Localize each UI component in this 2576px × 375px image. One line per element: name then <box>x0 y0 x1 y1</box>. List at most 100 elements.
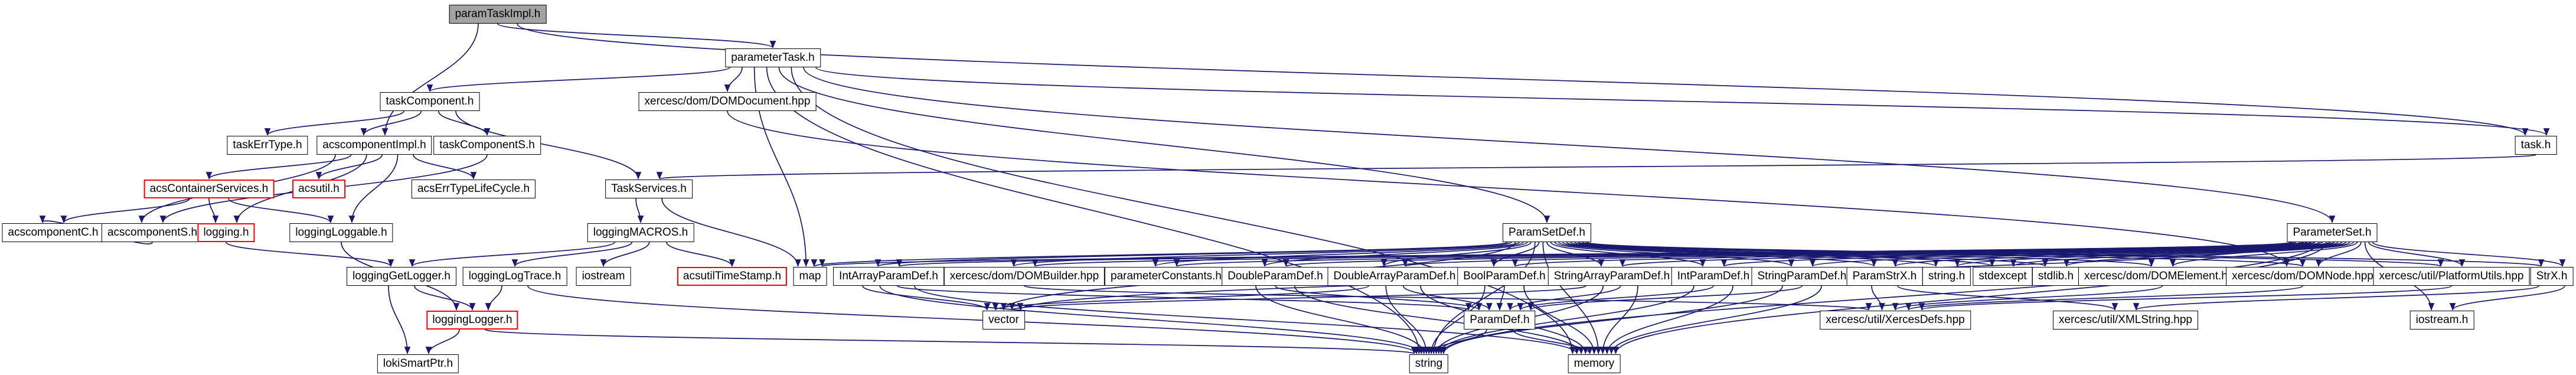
include-edge-paramTaskImpl_h--acscomponentImpl_h <box>381 23 479 136</box>
include-edge-loggingLogTrace_h--string <box>527 285 1420 354</box>
include-edge-logging_h--loggingGetLogger_h <box>226 242 394 267</box>
graph-node-doublearrayparamdef-h[interactable]: DoubleArrayParamDef.h <box>1327 267 1462 286</box>
graph-node-acsutiltimestamp-h[interactable]: acsutilTimeStamp.h <box>677 267 788 286</box>
graph-node-boolparamdef-h[interactable]: BoolParamDef.h <box>1457 267 1552 286</box>
graph-node-strx-h[interactable]: StrX.h <box>2530 267 2574 286</box>
include-edge-parameterTask_h--dom_DOMDocument <box>724 67 743 92</box>
graph-node-stringarrayparamdef-h[interactable]: StringArrayParamDef.h <box>1547 267 1676 286</box>
include-edge-loggingMACROS_h--iostream <box>600 242 650 267</box>
include-edge-dom_DOMDocument--dom_DOMNode <box>727 110 2290 267</box>
include-edge-ParameterSet_h--StrX_h <box>2372 242 2566 267</box>
graph-node-acserrtypelifecycle-h[interactable]: acsErrTypeLifeCycle.h <box>411 180 536 198</box>
graph-node-acscomponentimpl-h[interactable]: acscomponentImpl.h <box>316 136 432 155</box>
graph-node-acsutil-h[interactable]: acsutil.h <box>292 180 345 198</box>
include-edge-StringParamDef_h--string <box>1438 285 1783 354</box>
include-edge-ParamSetDef_h--DoubleArrayParamDef_h <box>1380 242 1532 267</box>
graph-node-parameterconstants-h[interactable]: parameterConstants.h <box>1105 267 1227 286</box>
include-edge-BoolParamDef_h--string <box>1428 285 1485 354</box>
include-edge-ParameterSet_h--dom_DOMNode <box>2315 242 2362 267</box>
include-edge-StrX_h--util_XMLString <box>2133 285 2539 311</box>
graph-node-stdlib-h[interactable]: stdlib.h <box>2032 267 2080 286</box>
graph-node-taskerrtype-h[interactable]: taskErrType.h <box>227 136 308 155</box>
graph-node-paramstrx-h[interactable]: ParamStrX.h <box>1846 267 1923 286</box>
include-edge-loggingMACROS_h--loggingGetLogger_h <box>409 242 615 267</box>
include-edge-parameterTask_h--task_h <box>815 67 2549 136</box>
include-edge-loggingGetLogger_h--loggingLogger_h <box>414 285 476 311</box>
include-edge-ParamSetDef_h--dom_DOMBuilder <box>1011 242 1520 267</box>
graph-node-logginglogger-h[interactable]: loggingLogger.h <box>426 311 518 330</box>
graph-node-loggingloggable-h[interactable]: loggingLoggable.h <box>289 223 393 242</box>
include-edge-ParamSetDef_h--DoubleParamDef_h <box>1261 242 1528 267</box>
include-edge-util_PlatformUtils--util_XercesDefs <box>1919 285 2452 311</box>
graph-node-string-h[interactable]: string.h <box>1922 267 1971 286</box>
graph-node-lokismartptr-h[interactable]: lokiSmartPtr.h <box>377 354 459 373</box>
include-edge-StringArrayParamDef_h--memory <box>1599 285 1638 354</box>
include-edge-IntArrayParamDef_h--memory <box>914 285 1580 354</box>
include-edge-parameterTask_h--taskComponent_h <box>427 67 730 92</box>
include-edge-ParameterSet_h--stdexcept <box>2010 242 2350 267</box>
include-edge-StringParamDef_h--memory <box>1608 285 1822 354</box>
include-edge-parameterTask_h--ParameterSet_h <box>803 67 2336 223</box>
graph-node-vector[interactable]: vector <box>982 311 1025 330</box>
include-edge-TaskServices_h--map <box>661 198 801 267</box>
include-edge-loggingLogTrace_h--loggingLogger_h <box>485 285 502 311</box>
graph-node-paramsetdef-h[interactable]: ParamSetDef.h <box>1503 223 1591 242</box>
include-edge-acscomponentImpl_h--loggingLoggable_h <box>348 154 399 223</box>
include-edge-loggingLogger_h--lokiSmartPtr_h <box>425 329 460 354</box>
include-edge-loggingLogger_h--string <box>485 329 1417 354</box>
graph-node-dom-dombuilder[interactable]: xercesc/dom/DOMBuilder.hpp <box>943 267 1105 286</box>
graph-node-util-platformutils[interactable]: xercesc/util/PlatformUtils.hpp <box>2373 267 2530 286</box>
graph-node-logginglogtrace-h[interactable]: loggingLogTrace.h <box>462 267 567 286</box>
graph-node-intparamdef-h[interactable]: IntParamDef.h <box>1671 267 1756 286</box>
graph-node-taskcomponents-h[interactable]: taskComponentS.h <box>433 136 541 155</box>
graph-node-memory[interactable]: memory <box>1568 354 1621 373</box>
graph-node-taskservices-h[interactable]: TaskServices.h <box>605 180 693 198</box>
include-edge-paramTaskImpl_h--parameterTask_h <box>497 23 776 48</box>
include-edge-TaskServices_h--loggingMACROS_h <box>635 198 644 223</box>
graph-node-paramdef-h[interactable]: ParamDef.h <box>1464 311 1536 330</box>
include-edge-StringParamDef_h--ParamDef_h <box>1527 285 1803 311</box>
graph-node-iostream-h[interactable]: iostream.h <box>2410 311 2474 330</box>
include-edge-paramTaskImpl_h--task_h <box>517 23 2528 136</box>
graph-node-intarrayparamdef-h[interactable]: IntArrayParamDef.h <box>833 267 944 286</box>
include-edge-ParameterSet_h--IntParamDef_h <box>1721 242 2335 267</box>
graph-node-stdexcept[interactable]: stdexcept <box>1973 267 2033 286</box>
graph-node-acscomponents-h[interactable]: acscomponentS.h <box>101 223 204 242</box>
graph-node-logginggetlogger-h[interactable]: loggingGetLogger.h <box>347 267 456 286</box>
include-edge-ParamDef_h--memory <box>1512 329 1593 354</box>
include-edge-StrX_h--iostream_h <box>2449 285 2565 311</box>
graph-node-util-xercesdefs[interactable]: xercesc/util/XercesDefs.hpp <box>1820 311 1971 330</box>
include-edge-ParameterSet_h--DoubleArrayParamDef_h <box>1402 242 2316 267</box>
graph-node-loggingmacros-h[interactable]: loggingMACROS.h <box>587 223 694 242</box>
graph-node-paramtaskimpl-h[interactable]: paramTaskImpl.h <box>449 5 547 24</box>
include-edge-BoolParamDef_h--memory <box>1523 285 1598 354</box>
include-edge-acsContainerServices_h--acscomponentC_h <box>60 198 190 223</box>
include-edge-acscomponentImpl_h--acsContainerServices_h <box>205 154 352 180</box>
include-edge-acsContainerServices_h--loggingLoggable_h <box>228 198 334 223</box>
graph-node-parameterset-h[interactable]: ParameterSet.h <box>2287 223 2378 242</box>
graph-node-iostream[interactable]: iostream <box>576 267 631 286</box>
graph-node-dom-domdocument[interactable]: xercesc/dom/DOMDocument.hpp <box>638 92 817 111</box>
include-edge-loggingMACROS_h--acsutilTimeStamp_h <box>666 242 736 267</box>
include-edge-DoubleParamDef_h--ParamDef_h <box>1275 285 1483 311</box>
graph-node-string[interactable]: string <box>1409 354 1449 373</box>
graph-node-map[interactable]: map <box>793 267 827 286</box>
graph-node-parametertask-h[interactable]: parameterTask.h <box>725 48 821 67</box>
graph-node-stringparamdef-h[interactable]: StringParamDef.h <box>1751 267 1853 286</box>
include-edge-taskComponent_h--taskErrType_h <box>264 110 404 136</box>
include-edge-StringArrayParamDef_h--ParamDef_h <box>1507 285 1621 311</box>
include-edge-ParameterSet_h--string <box>1440 242 2320 354</box>
graph-node-acscontainerservices-h[interactable]: acsContainerServices.h <box>143 180 275 198</box>
graph-node-taskcomponent-h[interactable]: taskComponent.h <box>380 92 480 111</box>
include-edge-dom_DOMNode--util_XercesDefs <box>1905 285 2303 311</box>
graph-node-acscomponentc-h[interactable]: acscomponentC.h <box>2 223 105 242</box>
graph-node-util-xmlstring[interactable]: xercesc/util/XMLString.hpp <box>2053 311 2198 330</box>
graph-node-task-h[interactable]: task.h <box>2515 136 2557 155</box>
graph-node-doubleparamdef-h[interactable]: DoubleParamDef.h <box>1222 267 1329 286</box>
include-edge-ParameterSet_h--util_PlatformUtils <box>2368 242 2466 267</box>
graph-node-dom-domelement[interactable]: xercesc/dom/DOMElement.hpp <box>2078 267 2246 286</box>
graph-node-dom-domnode[interactable]: xercesc/dom/DOMNode.hpp <box>2226 267 2379 286</box>
graph-node-logging-h[interactable]: logging.h <box>197 223 255 242</box>
include-edge-taskComponent_h--TaskServices_h <box>455 110 642 180</box>
